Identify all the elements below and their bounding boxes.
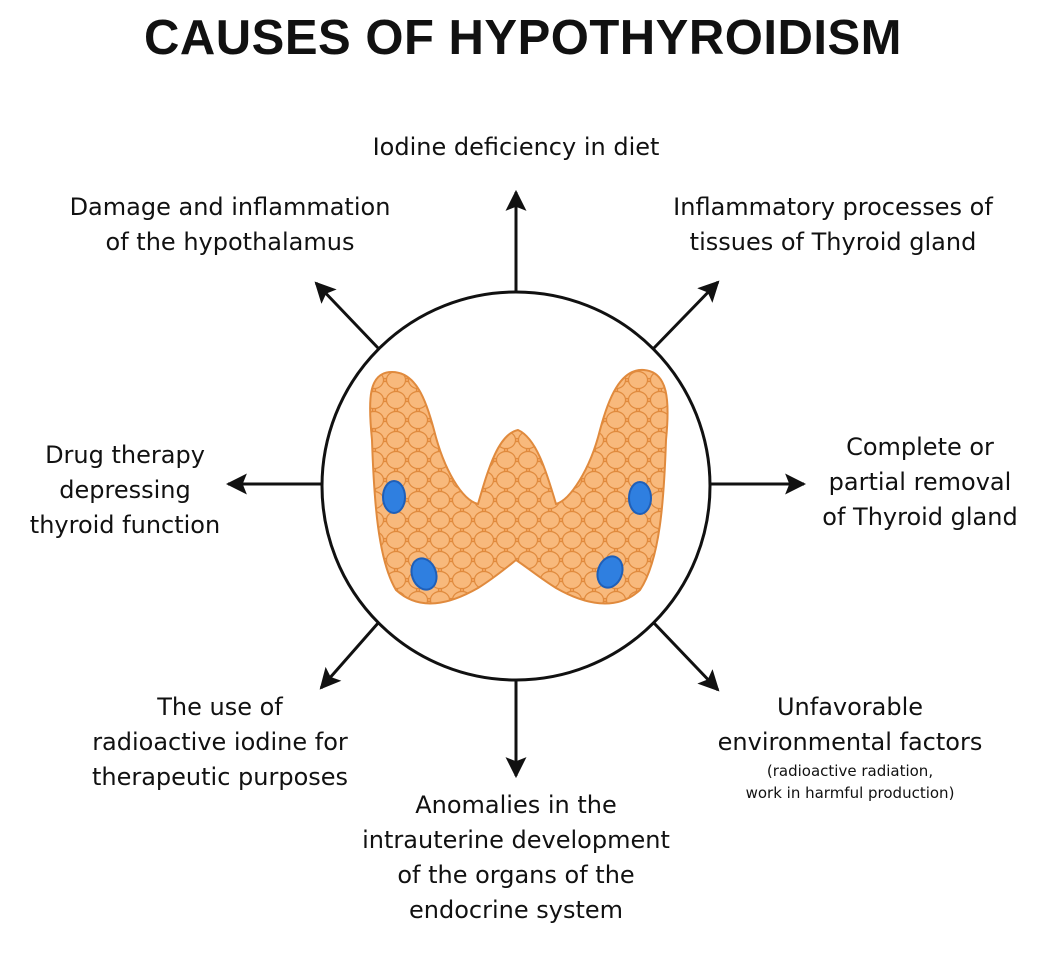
- cause-left: Drug therapy depressing thyroid function: [0, 438, 250, 543]
- nodule-right-upper: [628, 481, 652, 515]
- cause-line: Anomalies in the: [415, 791, 617, 819]
- cause-line: thyroid function: [29, 511, 221, 539]
- cause-line: Drug therapy: [45, 441, 205, 469]
- page-title: CAUSES OF HYPOTHYROIDISM: [144, 11, 902, 65]
- cause-line: of the organs of the: [397, 861, 635, 889]
- cause-line: of Thyroid gland: [822, 503, 1018, 531]
- cause-line: Unfavorable: [776, 693, 924, 721]
- cause-line: Iodine deficiency in diet: [372, 133, 660, 161]
- nodule-left-upper: [382, 480, 406, 514]
- cause-line: radioactive iodine for: [92, 728, 348, 756]
- cause-line: Inflammatory processes of: [673, 193, 993, 221]
- cause-right: Complete or partial removal of Thyroid g…: [800, 430, 1040, 535]
- cause-line: endocrine system: [409, 896, 623, 924]
- cause-bottom-right: Unfavorable environmental factors (radio…: [690, 690, 1010, 804]
- thyroid-gland-illustration: [369, 368, 669, 605]
- cause-line: of the hypothalamus: [105, 228, 355, 256]
- cause-line: Complete or: [846, 433, 994, 461]
- cause-bottom: Anomalies in the intrauterine developmen…: [346, 788, 686, 928]
- cause-line: therapeutic purposes: [91, 763, 349, 791]
- arrow-bottom-left: [319, 621, 381, 690]
- cause-line: intrauterine development: [362, 826, 670, 854]
- cause-line: The use of: [157, 693, 283, 721]
- cause-note: (radioactive radiation,: [766, 762, 934, 780]
- cause-top-right: Inflammatory processes of tissues of Thy…: [633, 190, 1033, 260]
- cause-top: Iodine deficiency in diet: [316, 130, 716, 165]
- cause-note: work in harmful production): [745, 784, 955, 802]
- cause-line: partial removal: [828, 468, 1012, 496]
- cause-top-left: Damage and inflammation of the hypothala…: [30, 190, 430, 260]
- cause-line: depressing: [59, 476, 191, 504]
- nodule-right-lower: [596, 555, 624, 589]
- arrow-bottom-right: [651, 620, 720, 692]
- nodule-left-lower: [410, 557, 438, 591]
- cause-bottom-left: The use of radioactive iodine for therap…: [60, 690, 380, 795]
- arrow-top-right: [651, 280, 720, 351]
- arrow-top-left: [314, 281, 381, 351]
- cause-line: tissues of Thyroid gland: [689, 228, 977, 256]
- cause-line: Damage and inflammation: [69, 193, 391, 221]
- cause-line: environmental factors: [717, 728, 983, 756]
